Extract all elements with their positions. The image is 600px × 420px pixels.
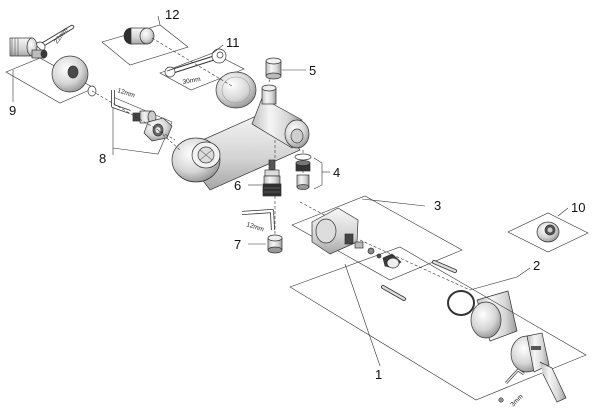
part-3-screw-a (432, 260, 457, 273)
hex-key-12mm-bottom-icon (241, 209, 275, 231)
part-3-screw-b (381, 285, 406, 301)
spanner-30mm-icon (164, 48, 227, 78)
part-6-cartridge: 6 (234, 159, 282, 197)
part-11-frame (159, 52, 245, 91)
dim-3mm: 3mm (509, 393, 524, 408)
callout-9: 9 (9, 103, 16, 118)
part-1-handle (510, 332, 567, 403)
part-9-group: 22mm 9 (5, 24, 97, 118)
part-3-housing (311, 207, 364, 255)
dim-12mm-top: 12mm (116, 87, 135, 99)
part-11-group: 30mm 11 (159, 35, 245, 91)
part-3-group: 3 (291, 195, 463, 301)
part-2-sleeve (470, 290, 518, 342)
part-8-group: 12mm 8 (99, 87, 173, 166)
callout-2: 2 (533, 258, 540, 273)
part-7-nut (267, 234, 283, 254)
part-12-cap (123, 27, 155, 45)
part-1-group: 3mm 1 (289, 246, 587, 408)
part-9-connector (9, 37, 48, 59)
part-10-frame (507, 212, 589, 253)
part-1-frame (289, 246, 587, 401)
part-5-cap: 5 (265, 57, 316, 80)
callout-3: 3 (434, 198, 441, 213)
callout-7: 7 (234, 237, 241, 252)
part-12-group: 12 (101, 7, 189, 66)
part-2-o-ring (447, 290, 475, 316)
dim-12mm-bottom: 12mm (245, 221, 264, 233)
part-10-insert (536, 221, 560, 243)
callout-4: 4 (333, 165, 340, 180)
mixer-body (171, 71, 310, 191)
part-8-fitting (132, 110, 157, 124)
callout-6: 6 (234, 178, 241, 193)
callout-5: 5 (309, 63, 316, 78)
dim-30mm: 30mm (182, 76, 201, 86)
assembly-lines (91, 37, 496, 311)
callout-10: 10 (571, 200, 585, 215)
callout-8: 8 (99, 151, 106, 166)
part-10-group: 10 (507, 200, 589, 253)
part-9-escutcheon (51, 55, 89, 93)
part-2-group: 2 (447, 258, 540, 342)
callout-12: 12 (165, 7, 179, 22)
part-4-aerator: 4 (294, 153, 340, 190)
allen-key-3mm-icon (498, 368, 525, 403)
callout-11: 11 (226, 35, 240, 50)
part-3-frame (291, 195, 463, 281)
callout-1: 1 (375, 367, 382, 382)
